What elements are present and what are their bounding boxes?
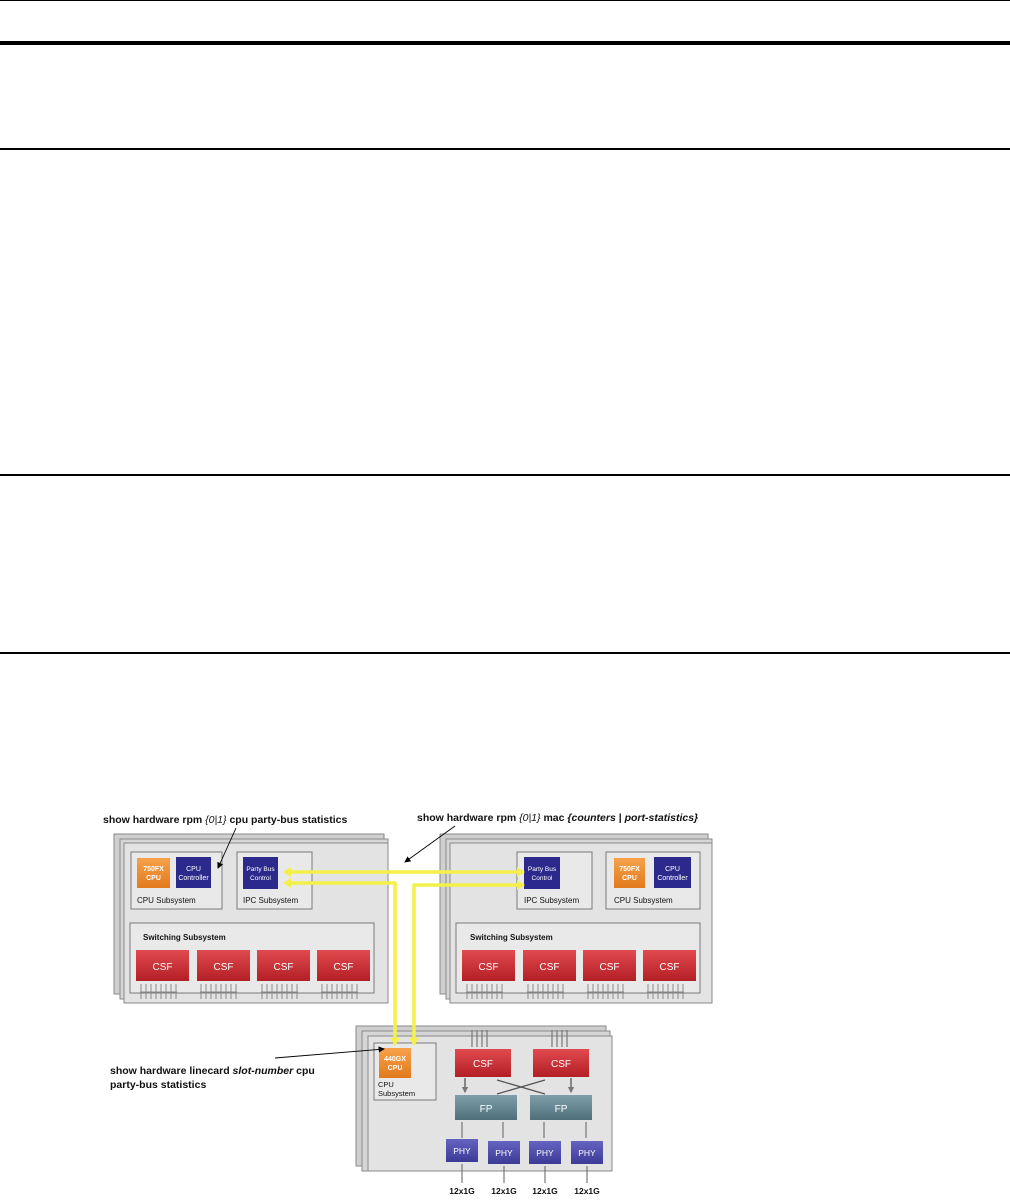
csf-chip: CSF [462,950,515,981]
cpu-chip-label-1: 750FX [619,866,640,873]
phy-chip: PHY [529,1141,561,1164]
svg-text:CSF: CSF [274,962,294,973]
svg-text:CSF: CSF [479,962,499,973]
top-rule-thin [0,0,1010,1]
cpu-chip-label-2: CPU [622,875,637,882]
party-bus-label-1: Party Bus [528,866,557,873]
port-label: 12x1G [449,1186,475,1196]
cpu-subsystem-left: 750FX CPU CPU Controller CPU Subsystem [130,851,223,910]
phy-port-links [461,1164,588,1183]
party-bus-label-2: Control [250,875,272,882]
svg-text:FP: FP [480,1104,493,1115]
svg-text:PHY: PHY [536,1148,554,1158]
csf-chip: CSF [197,950,250,981]
port-label: 12x1G [574,1186,600,1196]
svg-text:CSF: CSF [660,962,680,973]
row-rule-3 [0,652,1010,654]
header-rule-thick [0,41,1010,45]
phy-chip: PHY [488,1141,520,1164]
row-rule-2 [0,474,1010,476]
csf-chip: CSF [136,950,189,981]
cpu-subsystem-label: CPU Subsystem [137,896,196,905]
csf-chip: CSF [583,950,636,981]
csf-fp-links [461,1078,575,1095]
cpu-controller [176,857,211,888]
svg-text:CSF: CSF [540,962,560,973]
cpu-controller-label-1: CPU [186,866,201,873]
ipc-subsystem-label: IPC Subsystem [524,896,579,905]
csf-chip: CSF [533,1049,589,1077]
fp-phy-links [461,1122,587,1138]
svg-text:CSF: CSF [214,962,234,973]
callout-linecard: show hardware linecard slot-number cpu p… [110,1046,385,1091]
svg-text:CSF: CSF [334,962,354,973]
svg-text:party-bus statistics: party-bus statistics [110,1079,206,1091]
cpu-controller [654,857,691,888]
cpu-controller-label-2: Controller [178,875,209,882]
party-bus-control [524,857,560,889]
svg-text:CSF: CSF [551,1059,571,1070]
cpu-chip-label-2: CPU [146,875,161,882]
party-bus-label-2: Control [532,875,554,882]
party-bus-lines [283,867,525,1046]
csf-chip: CSF [455,1049,511,1077]
port-label: 12x1G [532,1186,558,1196]
switching-subsystem-label: Switching Subsystem [143,933,226,942]
svg-text:show hardware rpm {0|1} cpu pa: show hardware rpm {0|1} cpu party-bus st… [103,814,347,826]
cpu-controller-label-1: CPU [665,866,680,873]
svg-text:show hardware linecard slot-nu: show hardware linecard slot-number cpu [110,1065,315,1077]
csf-chip: CSF [317,950,370,981]
port-arrows [466,984,684,999]
svg-text:PHY: PHY [578,1148,596,1158]
rpm-card-right: Party Bus Control IPC Subsystem 750FX CP… [439,833,713,1004]
switching-subsystem-right: Switching Subsystem CSF CSF CSF CSF [455,922,701,999]
linecard: 440GX CPU CPU Subsystem CSF CSF FP FP PH… [355,1025,613,1196]
fp-chip: FP [530,1095,592,1120]
callout-rpm-mac: show hardware rpm {0|1} mac {counters | … [404,812,698,863]
svg-text:CSF: CSF [600,962,620,973]
svg-text:show hardware rpm {0|1} mac {c: show hardware rpm {0|1} mac {counters | … [417,812,698,824]
csf-chip: CSF [523,950,576,981]
port-arrows [471,1030,568,1047]
port-label: 12x1G [491,1186,517,1196]
svg-text:PHY: PHY [453,1146,471,1156]
svg-text:CSF: CSF [153,962,173,973]
ipc-subsystem-label: IPC Subsystem [243,896,298,905]
callout-rpm-cpu: show hardware rpm {0|1} cpu party-bus st… [103,814,347,869]
cpu-subsystem-label-2: Subsystem [378,1089,415,1098]
switching-subsystem-label: Switching Subsystem [470,933,553,942]
party-bus-label-1: Party Bus [246,866,275,873]
svg-text:CSF: CSF [473,1059,493,1070]
cpu-subsystem-label: CPU Subsystem [614,896,673,905]
fp-chip: FP [455,1095,517,1120]
cpu-chip-label-1: 750FX [143,866,164,873]
cpu-subsystem-label-1: CPU [378,1080,394,1089]
csf-chip: CSF [257,950,310,981]
cpu-chip-label-1: 440GX [384,1056,406,1063]
phy-chip: PHY [446,1139,478,1162]
ipc-subsystem-left: Party Bus Control IPC Subsystem [236,851,313,910]
rpm-card-left: 750FX CPU CPU Controller CPU Subsystem P… [113,833,389,1004]
cpu-controller-label-2: Controller [657,875,688,882]
svg-text:PHY: PHY [495,1148,513,1158]
switching-subsystem-left: Switching Subsystem CSF CSF CSF CSF [129,922,375,999]
csf-chip: CSF [643,950,696,981]
ipc-subsystem-right: Party Bus Control IPC Subsystem [516,851,593,910]
svg-text:FP: FP [555,1104,568,1115]
cpu-subsystem-linecard: 440GX CPU CPU Subsystem [373,1042,437,1101]
phy-chip: PHY [571,1141,603,1164]
party-bus-control [243,857,278,889]
cpu-chip-750fx [137,858,170,888]
row-rule-1 [0,148,1010,150]
cpu-chip-750fx [614,858,645,888]
port-arrows [140,984,358,999]
cpu-chip-440gx [379,1048,411,1078]
cpu-chip-label-2: CPU [388,1065,403,1072]
cpu-subsystem-right: 750FX CPU CPU Controller CPU Subsystem [605,851,701,910]
